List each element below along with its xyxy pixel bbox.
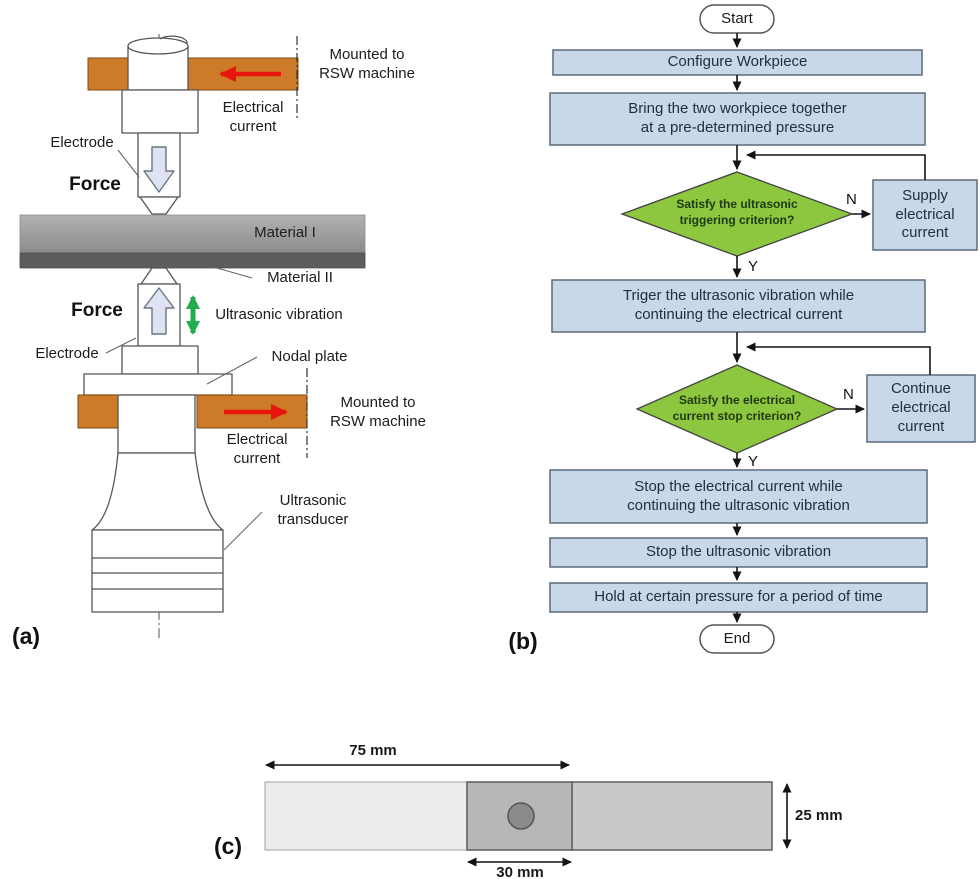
stop-current-line2: continuing the ultrasonic vibration [627, 496, 850, 514]
branch-no-1: N [846, 191, 857, 208]
mounted-top-label: Mounted to RSW machine [301, 46, 433, 83]
decision2-line2: current stop criterion? [672, 409, 802, 423]
electrical-top-line2: current [229, 117, 277, 135]
bring-line1: Bring the two workpiece together [628, 100, 847, 118]
electrical-current-bottom-label: Electrical current [216, 431, 298, 468]
ultrasonic-transducer-label: Ultrasonic transducer [257, 492, 369, 529]
step-configure-box [552, 49, 923, 76]
panel-c-letter: (c) [213, 833, 243, 859]
ultrasonic-vibration-label: Ultrasonic vibration [215, 306, 343, 323]
leader-transducer [223, 511, 263, 551]
supply-line1: Supply [902, 186, 948, 204]
leader-material-2 [209, 265, 253, 279]
step-trigger-vibration-box [551, 279, 926, 333]
force-up-arrow [143, 287, 175, 335]
bring-line2: at a pre-determined pressure [640, 119, 835, 136]
mounted-bottom-line2: RSW machine [330, 412, 426, 430]
start-label: Start [721, 9, 753, 27]
material-1-sheet [19, 214, 366, 254]
step-hold-pressure-label: Hold at certain pressure for a period of… [594, 588, 883, 606]
leader-electrode-bottom [105, 337, 137, 354]
end-terminator [699, 624, 775, 654]
step-stop-current-label: Stop the electrical current while contin… [550, 470, 927, 523]
nodal-plate-label: Nodal plate [271, 348, 348, 365]
step-bring-together-label: Bring the two workpiece together at a pr… [550, 93, 925, 145]
lower-holder-block [121, 345, 199, 375]
length-dimension-label: 75 mm [349, 742, 397, 759]
leader-nodal-plate [206, 356, 258, 385]
electrical-current-top-label: Electrical current [212, 99, 294, 136]
horn-bell [91, 452, 224, 531]
nodal-plate-shape [83, 373, 233, 396]
continue-line2: electrical [891, 399, 951, 417]
step-continue-current-label: Continue electrical current [867, 375, 975, 442]
decision2-line1: Satisfy the electrical [678, 393, 796, 408]
step-supply-current-box [872, 179, 978, 251]
electrical-bottom-line2: current [233, 449, 281, 467]
dimension-arrows [265, 760, 792, 867]
upper-electrode-tip [139, 196, 179, 215]
continue-line1: Continue [890, 380, 952, 398]
electrical-bottom-line1: Electrical [226, 431, 288, 448]
supply-line2: electrical [895, 205, 955, 223]
specimen-lower-sheet [264, 781, 468, 851]
step-stop-vibration-label: Stop the ultrasonic vibration [645, 543, 832, 561]
stop-current-line1: Stop the electrical current while [634, 477, 843, 495]
decision1-line2: triggering criterion? [679, 213, 795, 227]
booster-column [117, 394, 196, 454]
electrode-bottom-label: Electrode [35, 345, 99, 362]
weld-nugget [507, 802, 535, 830]
transducer-body [91, 529, 224, 613]
material-1-label: Material I [254, 224, 316, 241]
flow-arrows [732, 33, 931, 623]
specimen-shapes [264, 760, 792, 867]
branch-yes-2: Y [748, 453, 759, 470]
branch-no-2: N [843, 386, 854, 403]
mounted-top-line2: RSW machine [319, 64, 415, 82]
step-hold-pressure-box [549, 582, 928, 613]
leader-electrode-top [117, 149, 140, 178]
upper-holder-block [121, 89, 199, 134]
step-configure-label: Configure Workpiece [667, 53, 808, 71]
step-stop-vibration-box [549, 537, 928, 568]
panel-b-letter: (b) [508, 628, 538, 654]
electrical-top-line1: Electrical [222, 99, 284, 116]
trigger-line1: Triger the ultrasonic vibration while [622, 287, 855, 305]
force-down-arrow [143, 146, 175, 193]
upper-shank-top [127, 37, 189, 55]
overlap-dimension-label: 30 mm [496, 864, 544, 879]
end-label: End [723, 629, 751, 647]
step-continue-current-box [866, 374, 976, 443]
lower-mounting-bar-left [77, 394, 119, 429]
force-top-label: Force [69, 174, 121, 195]
transducer-line2: transducer [277, 510, 349, 528]
step-supply-current-label: Supply electrical current [873, 180, 977, 250]
transducer-line1: Ultrasonic [279, 492, 347, 509]
material-2-label: Material II [267, 269, 333, 286]
step-trigger-vibration-label: Triger the ultrasonic vibration while co… [552, 280, 925, 332]
step-bring-together-box [549, 92, 926, 146]
mounted-bottom-label: Mounted to RSW machine [315, 394, 441, 431]
lower-electrode-tip [140, 267, 178, 285]
decision-current-stop-label: Satisfy the electrical current stop crit… [647, 379, 827, 439]
decision1-line1: Satisfy the ultrasonic [676, 197, 798, 212]
flowchart-shapes [549, 4, 978, 654]
mounted-top-line1: Mounted to [329, 46, 405, 63]
branch-yes-1: Y [748, 258, 759, 275]
width-dimension-label: 25 mm [795, 807, 843, 824]
force-bottom-label: Force [71, 300, 123, 321]
rsw-setup-diagram [19, 34, 366, 638]
upper-shank-notch [159, 35, 188, 45]
trigger-line2: continuing the electrical current [634, 306, 843, 323]
material-2-sheet [19, 252, 366, 269]
step-stop-current-box [549, 469, 928, 524]
continue-line3: current [897, 417, 945, 435]
mounted-bottom-line1: Mounted to [340, 394, 416, 411]
supply-line3: current [901, 224, 949, 242]
specimen-upper-sheet [571, 781, 773, 851]
decision-ultrasonic-trigger-label: Satisfy the ultrasonic triggering criter… [637, 184, 837, 242]
electrode-top-label: Electrode [50, 134, 114, 151]
panel-a-letter: (a) [11, 623, 41, 649]
